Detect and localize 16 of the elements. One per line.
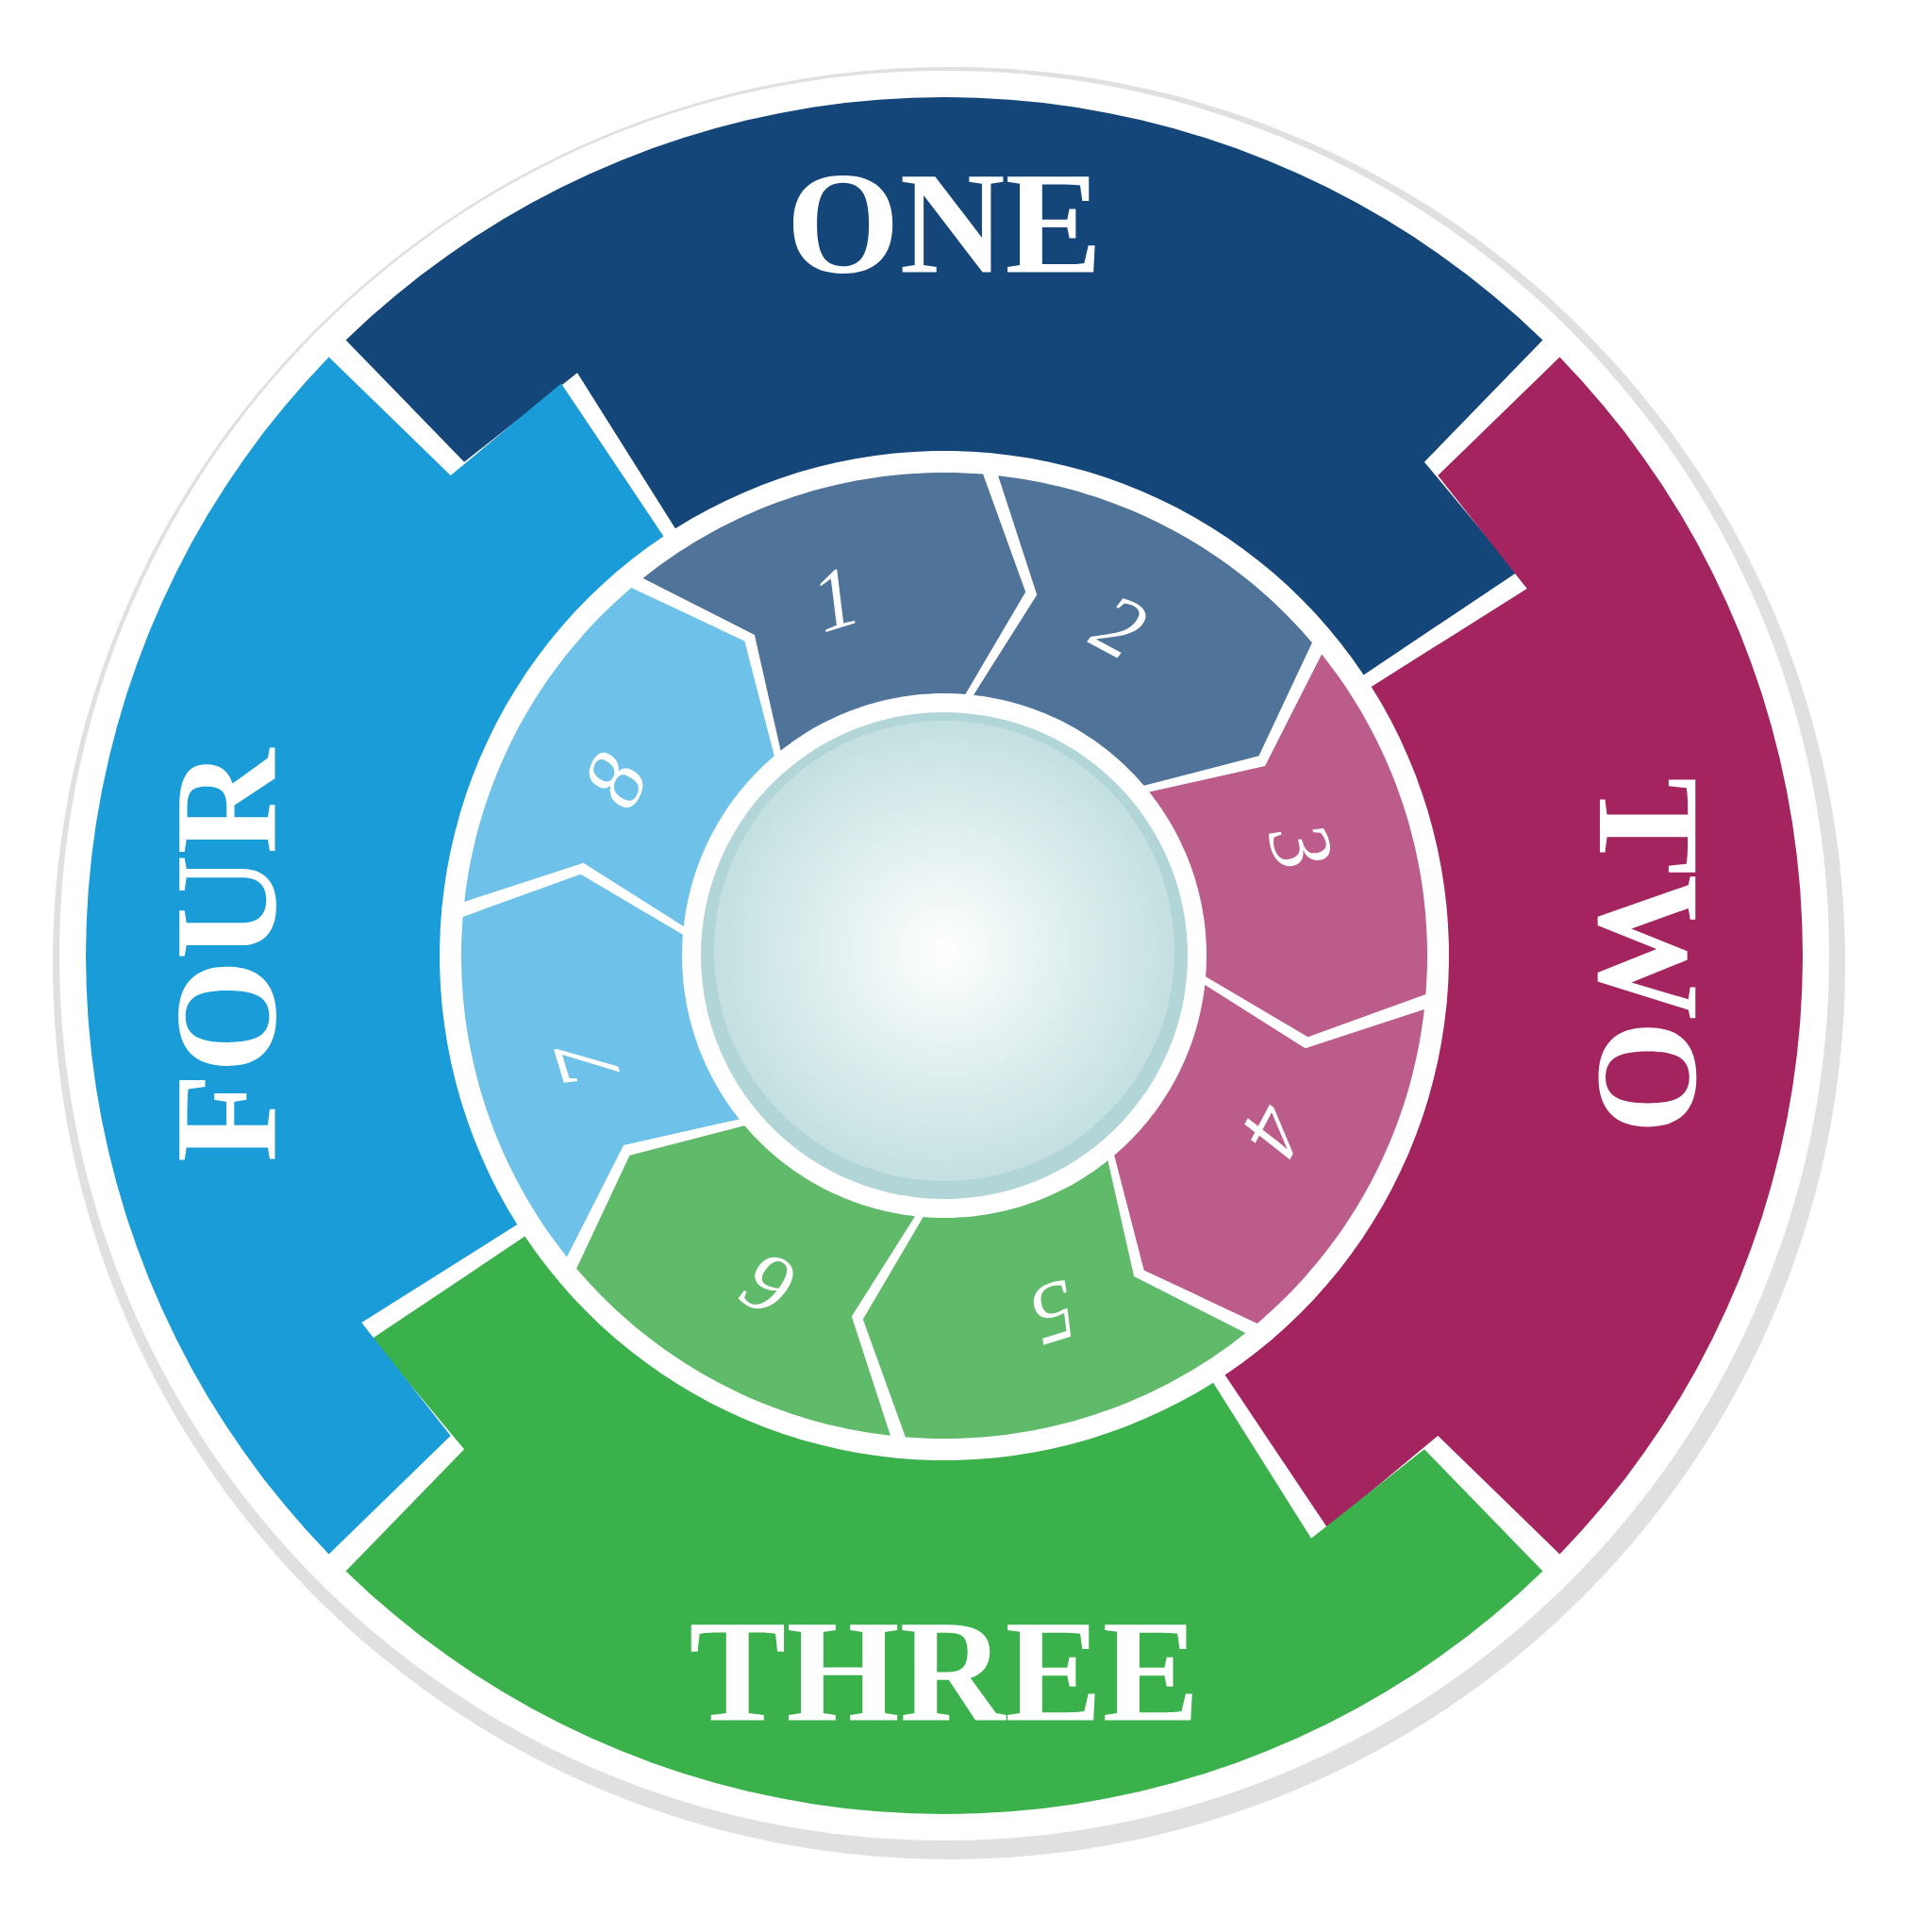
chevron-segment: 3: [1149, 654, 1427, 1038]
chevron-segment: 1: [642, 473, 1026, 751]
chevron-segment: 8: [464, 588, 774, 926]
node-label: 2: [1087, 598, 1146, 658]
node-label: 4: [1244, 1104, 1293, 1160]
chevron-segment: 6: [576, 1125, 915, 1436]
node-label: 6: [738, 1257, 793, 1309]
chevron-segment: 2: [974, 475, 1312, 786]
node-label: 3: [1269, 827, 1331, 867]
node-label: 8: [589, 752, 643, 808]
chevron-segment: 5: [862, 1160, 1246, 1439]
chevron-segment: 4: [1114, 985, 1424, 1324]
node-label: 1: [820, 569, 856, 632]
chevron-segment: 7: [461, 874, 740, 1257]
node-label: 7: [554, 1048, 621, 1083]
node-label: 5: [1033, 1280, 1072, 1345]
